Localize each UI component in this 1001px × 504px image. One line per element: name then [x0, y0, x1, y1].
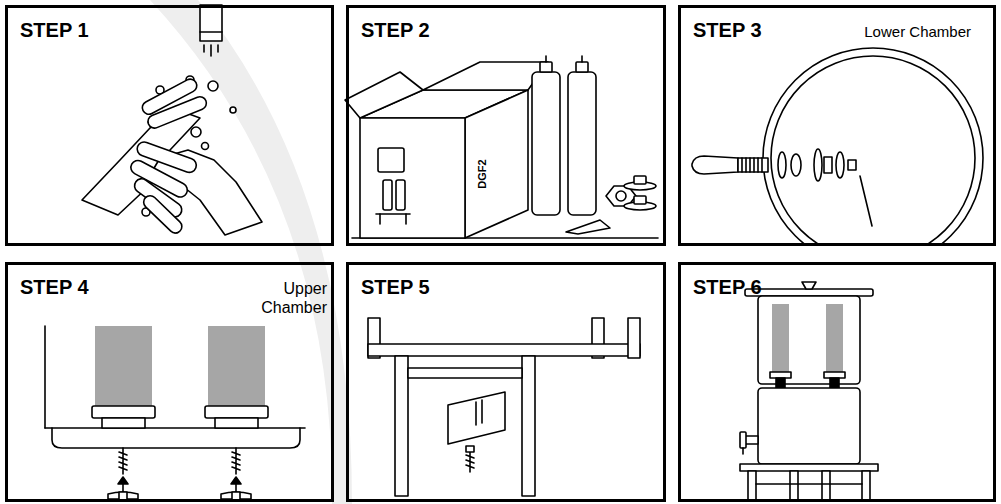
- step-panel: STEP 2: [346, 5, 666, 246]
- step-heading: STEP 6: [693, 276, 762, 299]
- step-heading: STEP 3: [693, 19, 762, 42]
- part-caption: Upper Chamber: [251, 279, 327, 317]
- step-heading: STEP 2: [361, 19, 430, 42]
- step-heading: STEP 5: [361, 276, 430, 299]
- stand-figure: [368, 318, 640, 496]
- step-panel: STEP 3 Lower Chamber: [678, 5, 996, 246]
- step-heading: STEP 4: [20, 276, 89, 299]
- step-panel: STEP 4 Upper Chamber: [5, 262, 334, 502]
- step-panel: STEP 1: [5, 5, 334, 246]
- step-panel: STEP 5: [346, 262, 666, 502]
- box-contents-figure: [345, 56, 658, 238]
- dispenser-figure: [740, 282, 878, 501]
- lower-chamber-figure: [692, 48, 983, 243]
- box-print: DGF2: [476, 152, 488, 196]
- step-panel: STEP 6: [678, 262, 996, 502]
- upper-chamber-figure: [45, 326, 305, 500]
- part-caption: Lower Chamber: [864, 23, 971, 40]
- handwash-figure: [82, 5, 262, 236]
- step-heading: STEP 1: [20, 19, 89, 42]
